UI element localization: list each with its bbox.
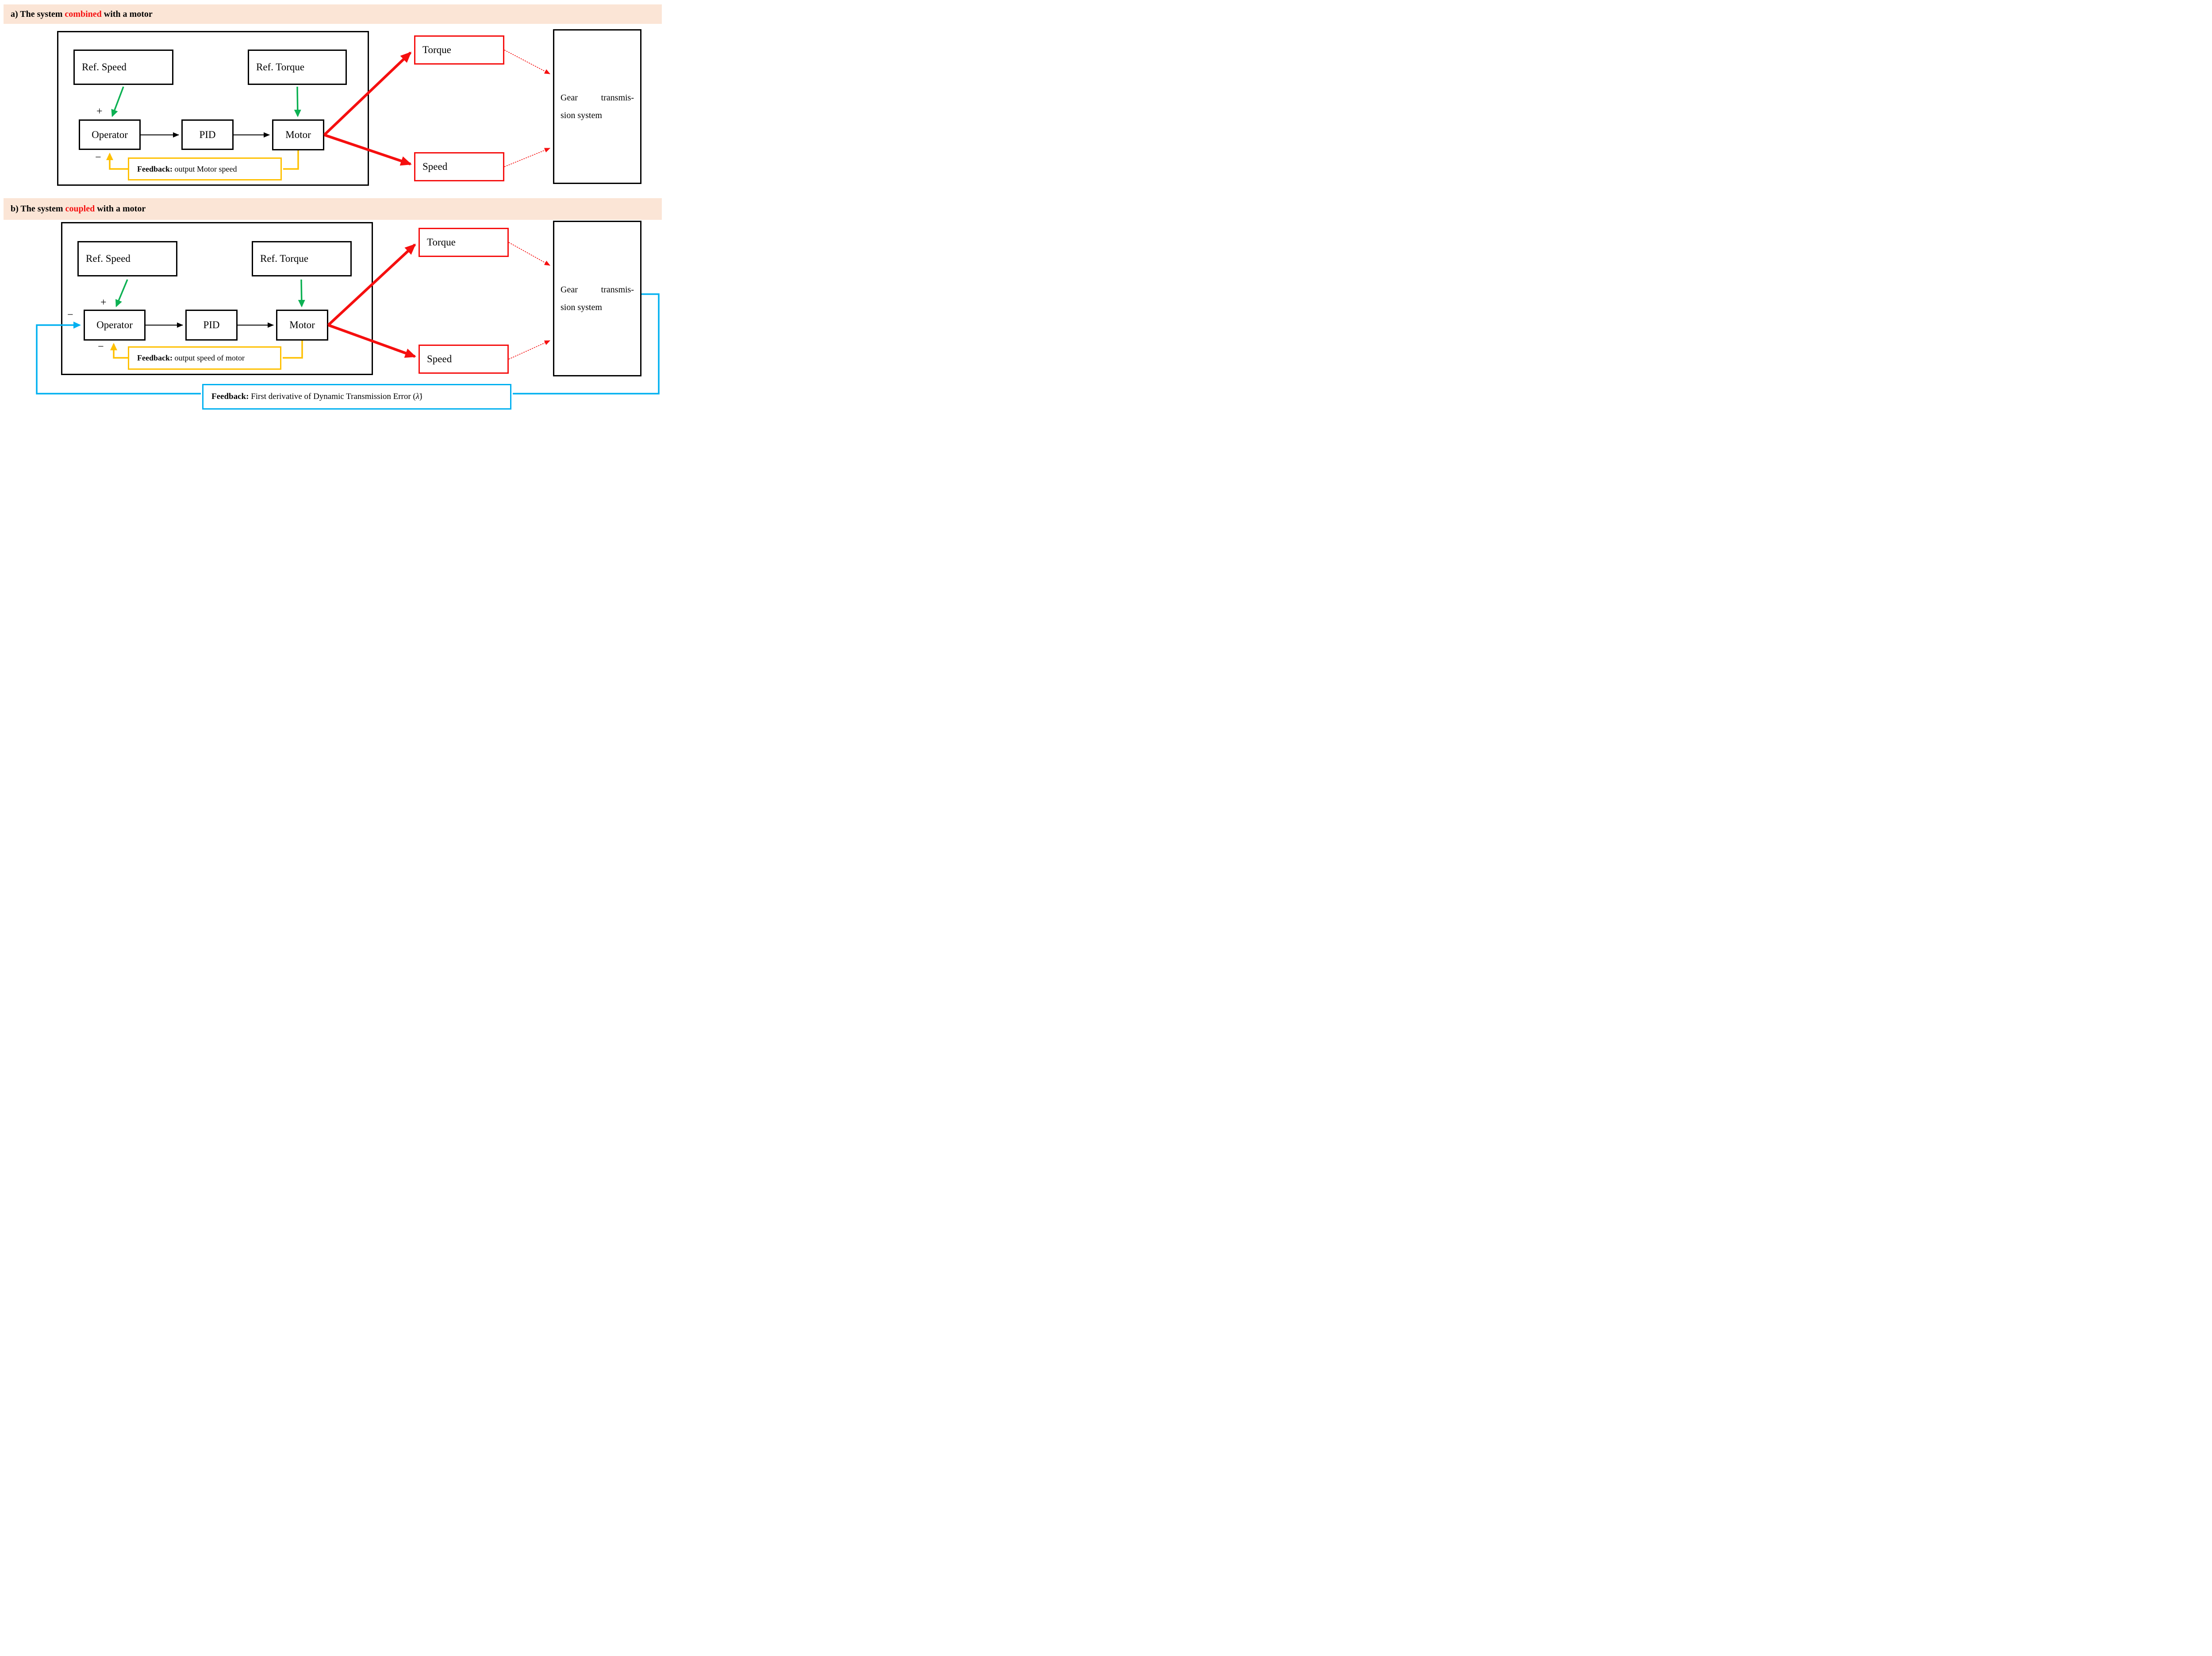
feedback-text-a: output Motor speed (173, 164, 237, 173)
section-a-header: a) The system combined with a motor (4, 4, 662, 24)
feedback-bold-a: Feedback: (137, 164, 173, 173)
motor-label-b: Motor (289, 319, 315, 330)
torque-label-b: Torque (427, 237, 456, 248)
yellow-line-motor-to-feedback-b (283, 341, 303, 359)
gear-label-line2-b: sion system (561, 303, 602, 312)
blue-feedback-box-b: Feedback: First derivative of Dynamic Tr… (202, 384, 511, 410)
torque-box-b: Torque (419, 228, 509, 257)
ref-torque-box-b: Ref. Torque (252, 241, 352, 276)
yellow-arrow-feedback-to-operator-b (110, 343, 128, 359)
red-arrow-motor-to-speed-a (324, 134, 412, 166)
blue-feedback-text-b: First derivative of Dynamic Transmission… (249, 392, 416, 401)
system-boundary-box-a (57, 31, 369, 186)
ref-torque-box-a: Ref. Torque (248, 50, 347, 85)
red-arrow-motor-to-torque-a (323, 51, 412, 136)
red-arrow-speed-to-gear-b (508, 340, 550, 360)
green-arrow-refspeed-to-operator-a (111, 86, 124, 117)
gear-label-line1-b: Gear transmis- (561, 285, 634, 295)
red-arrow-speed-to-gear-a (504, 148, 550, 167)
green-arrow-reftorque-to-motor-a (294, 86, 301, 117)
feedback-label-b: Feedback: output speed of motor (137, 353, 245, 363)
feedback-label-a: Feedback: output Motor speed (137, 165, 237, 174)
ref-torque-label-b: Ref. Torque (260, 253, 309, 264)
feedback-text-b: output speed of motor (173, 353, 245, 362)
speed-box-b: Speed (419, 345, 509, 374)
ref-speed-label-a: Ref. Speed (82, 61, 127, 73)
green-arrow-refspeed-to-operator-b (115, 279, 128, 307)
torque-box-a: Torque (414, 35, 504, 65)
header-b-prefix: b) The system (11, 204, 65, 214)
ref-speed-box-b: Ref. Speed (77, 241, 177, 276)
yellow-arrow-feedback-to-operator-a (106, 153, 128, 170)
ref-speed-label-b: Ref. Speed (86, 253, 131, 264)
pid-label-b: PID (203, 319, 220, 330)
lambda-dot-symbol: λ̇ (415, 392, 419, 401)
speed-label-a: Speed (422, 161, 448, 172)
pid-box-a: PID (181, 119, 234, 150)
speed-box-a: Speed (414, 152, 504, 181)
header-a-suffix: with a motor (101, 9, 153, 19)
red-arrow-motor-to-speed-b (327, 324, 416, 358)
gear-label-line2-a: sion system (561, 111, 602, 120)
gear-label-line1-a: Gear transmis- (561, 93, 634, 103)
torque-label-a: Torque (422, 44, 451, 55)
pid-label-a: PID (199, 129, 216, 140)
motor-box-a: Motor (272, 119, 324, 150)
blue-feedback-label-b: Feedback: First derivative of Dynamic Tr… (211, 392, 422, 402)
red-arrow-motor-to-torque-b (327, 243, 416, 326)
red-arrow-torque-to-gear-a (504, 50, 550, 74)
header-a-prefix: a) The system (11, 9, 65, 19)
header-a-highlight: combined (65, 9, 102, 19)
motor-label-a: Motor (285, 129, 311, 140)
operator-label-b: Operator (96, 319, 133, 330)
gear-transmission-box-b: Gear transmis- sion system (553, 221, 641, 376)
header-b-highlight: coupled (65, 204, 95, 214)
section-a-header-text: a) The system combined with a motor (11, 9, 153, 19)
plus-sign-a: + (96, 106, 103, 117)
red-arrow-torque-to-gear-b (508, 242, 550, 266)
section-b-header-text: b) The system coupled with a motor (11, 204, 146, 214)
minus-sign-a: − (95, 152, 101, 163)
system-boundary-box-b (61, 222, 373, 375)
pid-box-b: PID (185, 310, 238, 341)
operator-label-a: Operator (92, 129, 128, 140)
blue-feedback-bold-b: Feedback: (211, 392, 249, 401)
feedback-box-a: Feedback: output Motor speed (128, 157, 282, 180)
blue-line-gear-to-bluebox-b (513, 293, 660, 395)
ref-torque-label-a: Ref. Torque (256, 61, 305, 73)
section-b-header: b) The system coupled with a motor (4, 198, 662, 220)
header-b-suffix: with a motor (95, 204, 146, 214)
operator-box-b: Operator (84, 310, 146, 341)
connector-arrows-layer (36, 50, 660, 395)
plus-sign-b: + (100, 297, 107, 308)
speed-label-b: Speed (427, 353, 452, 364)
ref-speed-box-a: Ref. Speed (73, 50, 173, 85)
feedback-box-b: Feedback: output speed of motor (128, 346, 281, 370)
yellow-line-motor-to-feedback-a (283, 150, 299, 170)
blue-arrow-bluebox-to-operator-b (36, 322, 201, 395)
blue-feedback-close-b: ) (419, 392, 422, 401)
diagram-figure: a) The system combined with a motor Ref.… (0, 0, 665, 414)
gear-transmission-box-a: Gear transmis- sion system (553, 29, 641, 184)
minus-sign-b: − (98, 341, 104, 353)
motor-box-b: Motor (276, 310, 328, 341)
green-arrow-reftorque-to-motor-b (298, 279, 305, 307)
feedback-bold-b: Feedback: (137, 353, 173, 362)
minus-sign-blue-b: − (67, 309, 73, 321)
operator-box-a: Operator (79, 119, 141, 150)
